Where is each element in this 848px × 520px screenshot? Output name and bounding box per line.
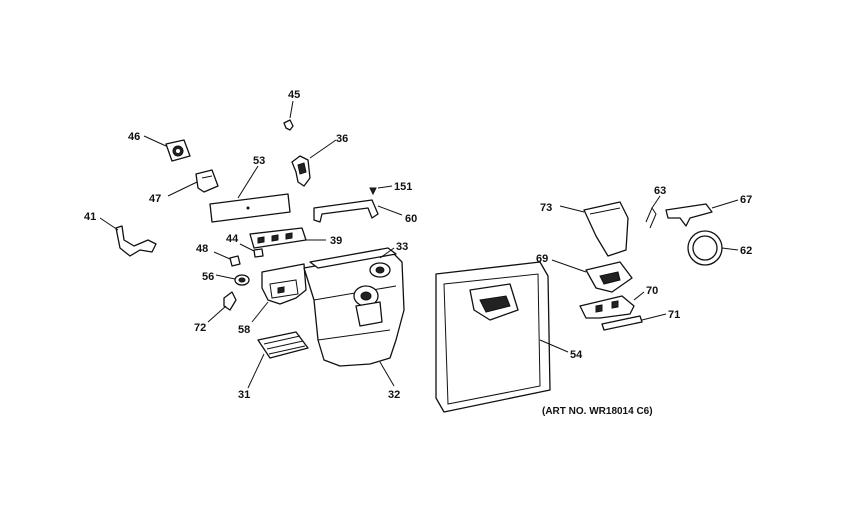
part-53-plate bbox=[209, 165, 291, 223]
part-48-nut bbox=[213, 251, 241, 267]
callout-60: 60 bbox=[405, 213, 417, 225]
callout-46: 46 bbox=[128, 131, 140, 143]
callout-48: 48 bbox=[196, 243, 208, 255]
part-47-bracket bbox=[167, 169, 219, 197]
callout-54: 54 bbox=[570, 349, 583, 361]
callout-71: 71 bbox=[668, 309, 680, 321]
part-54-door-panel bbox=[435, 261, 569, 413]
callout-62: 62 bbox=[740, 245, 752, 257]
part-73-funnel-chute bbox=[559, 201, 629, 257]
callout-151: 151 bbox=[394, 181, 412, 193]
part-67-lever-bracket bbox=[665, 199, 739, 227]
callout-32: 32 bbox=[388, 389, 400, 401]
callout-69: 69 bbox=[536, 253, 548, 265]
part-69-flap bbox=[551, 259, 633, 293]
callout-31: 31 bbox=[238, 389, 250, 401]
callout-45: 45 bbox=[288, 89, 300, 101]
callout-53: 53 bbox=[253, 155, 265, 167]
callout-67: 67 bbox=[740, 194, 752, 206]
part-70-actuator-arm bbox=[579, 291, 645, 319]
part-72-cam bbox=[207, 291, 237, 323]
callout-58: 58 bbox=[238, 324, 250, 336]
art-number: (ART NO. WR18014 C6) bbox=[542, 406, 653, 417]
callout-41: 41 bbox=[84, 211, 96, 223]
callout-63: 63 bbox=[654, 185, 666, 197]
callout-47: 47 bbox=[149, 193, 161, 205]
callout-72: 72 bbox=[194, 322, 206, 334]
part-39-switch-block bbox=[249, 227, 326, 249]
part-46-switch-knob bbox=[143, 135, 191, 162]
callout-39: 39 bbox=[330, 235, 342, 247]
callout-44: 44 bbox=[226, 233, 239, 245]
callout-33: 33 bbox=[396, 241, 408, 253]
part-151-screw bbox=[369, 185, 393, 196]
callout-70: 70 bbox=[646, 285, 658, 297]
part-63-spring-clip bbox=[645, 195, 661, 229]
part-71-rod bbox=[601, 313, 667, 331]
callout-56: 56 bbox=[202, 271, 214, 283]
part-56-grommet bbox=[215, 274, 250, 286]
part-45-clip bbox=[283, 100, 294, 131]
part-32-dispenser-housing bbox=[303, 251, 405, 387]
part-41-lever bbox=[99, 217, 157, 257]
part-60-bar bbox=[313, 199, 403, 223]
part-31-grille-tray bbox=[247, 331, 309, 389]
part-36-bracket bbox=[291, 139, 337, 187]
part-44-pin bbox=[239, 243, 264, 258]
callout-73: 73 bbox=[540, 202, 552, 214]
part-58-motor-bracket bbox=[251, 263, 307, 323]
part-33-housing-top bbox=[309, 247, 397, 278]
part-62-ring bbox=[687, 230, 739, 266]
callout-36: 36 bbox=[336, 133, 348, 145]
